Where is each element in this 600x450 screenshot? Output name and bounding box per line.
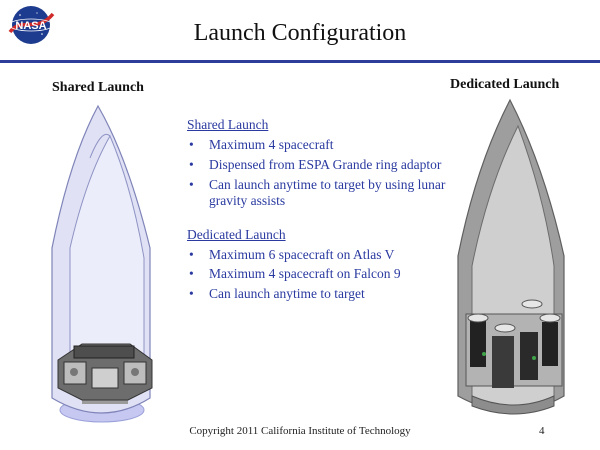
- bullet-item: Can launch anytime to target by using lu…: [187, 177, 447, 209]
- dedicated-launch-heading: Dedicated Launch: [187, 226, 286, 242]
- page-number: 4: [539, 425, 545, 437]
- bullet-item: Can launch anytime to target: [187, 286, 447, 302]
- dedicated-launch-label: Dedicated Launch: [450, 77, 560, 92]
- bullet-item: Maximum 4 spacecraft: [187, 137, 447, 153]
- dedicated-launch-bullets: Maximum 6 spacecraft on Atlas V Maximum …: [187, 247, 447, 303]
- nasa-logo-text: NASA: [15, 20, 46, 32]
- shared-launch-heading: Shared Launch: [187, 117, 269, 132]
- dedicated-launch-fairing-image: [457, 98, 565, 415]
- title-rule: [0, 60, 600, 63]
- bullet-item: Maximum 6 spacecraft on Atlas V: [187, 247, 447, 263]
- shared-launch-fairing-image: [51, 104, 153, 423]
- slide-title: Launch Configuration: [193, 20, 407, 46]
- nasa-logo: NASA: [8, 6, 55, 44]
- launch-text-block: Shared Launch Maximum 4 spacecraft Dispe…: [187, 117, 447, 306]
- shared-launch-label: Shared Launch: [52, 80, 144, 95]
- shared-launch-section: Shared Launch Maximum 4 spacecraft Dispe…: [187, 117, 447, 209]
- bullet-item: Dispensed from ESPA Grande ring adaptor: [187, 157, 447, 173]
- copyright-footer: Copyright 2011 California Institute of T…: [189, 425, 411, 437]
- bullet-item: Maximum 4 spacecraft on Falcon 9: [187, 266, 447, 282]
- shared-launch-bullets: Maximum 4 spacecraft Dispensed from ESPA…: [187, 137, 447, 209]
- dedicated-launch-section: Dedicated Launch Maximum 6 spacecraft on…: [187, 227, 447, 303]
